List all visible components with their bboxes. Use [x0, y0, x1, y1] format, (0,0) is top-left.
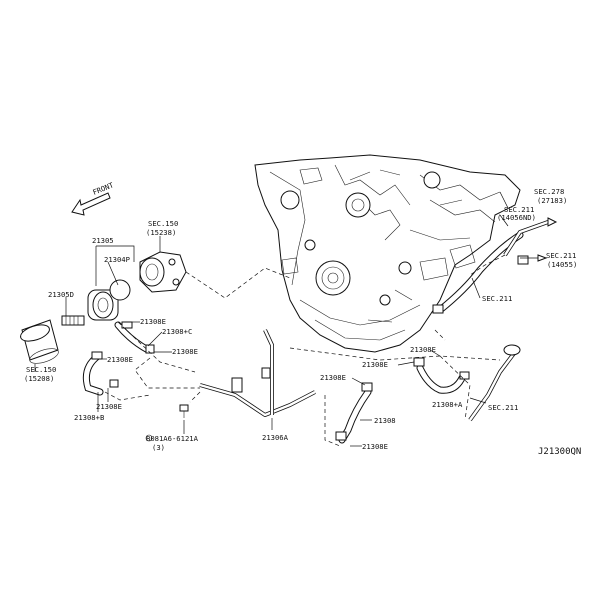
label-sec150-bot: SEC.150 [26, 365, 56, 374]
label-21308b: 21308+B [74, 413, 104, 422]
label-bolt-qty: (3) [152, 443, 165, 452]
label-sec211-b: SEC.211 [546, 251, 576, 260]
label-sec211-d: SEC.211 [488, 403, 518, 412]
hose-sec-211 [432, 231, 524, 314]
hose-21308-a [413, 357, 470, 394]
diagram-code: J21300QN [538, 447, 581, 457]
reference-arrows [145, 217, 558, 442]
oil-cooler [87, 279, 131, 321]
pipe-21306a [199, 329, 316, 417]
label-21305d: 21305D [48, 290, 74, 299]
label-21308: 21308 [374, 416, 396, 425]
oil-cooler-housing [139, 251, 187, 293]
label-21308a: 21308+A [432, 400, 463, 409]
label-bolt: B081A6-6121A [146, 434, 199, 443]
label-sec278-ref: (27183) [537, 196, 567, 205]
label-21308e-f: 21308E [362, 360, 388, 369]
label-sec150-top: SEC.150 [148, 219, 178, 228]
leader-lines [34, 191, 540, 447]
oil-filter [20, 319, 59, 364]
label-21308e-g: 21308E [320, 373, 346, 382]
hose-21308 [335, 382, 373, 444]
engine-block [254, 154, 521, 353]
label-21308e-b: 21308E [172, 347, 198, 356]
front-label: FRONT [91, 180, 115, 197]
label-21308e-h: 21308E [362, 442, 388, 451]
label-21305: 21305 [92, 236, 114, 245]
label-21308e-c: 21308E [107, 355, 133, 364]
part-labels: 21305 21304P SEC.150 (15238) 21305D 2130… [24, 187, 581, 457]
label-sec150-top-ref: (15238) [146, 228, 176, 237]
label-21306a: 21306A [262, 433, 289, 442]
connector-bolt [61, 315, 85, 326]
pipe-sec-278 [503, 220, 549, 265]
pipe-sec-211-right [468, 344, 521, 422]
label-21308e-a: 21308E [140, 317, 166, 326]
bolt [179, 404, 189, 418]
label-21308c: 21308+C [162, 327, 192, 336]
label-21308e-e: 21308E [410, 345, 436, 354]
label-21304p: 21304P [104, 255, 130, 264]
front-arrow: FRONT [71, 180, 115, 216]
label-sec211-c: SEC.211 [482, 294, 512, 303]
hose-21308-b [82, 351, 119, 396]
label-sec211-a-ref: (14056ND) [497, 213, 536, 222]
label-sec278: SEC.278 [534, 187, 564, 196]
dashed-lines [104, 254, 506, 447]
hose-21308-c [114, 321, 155, 354]
label-sec211-a: SEC.211 [504, 205, 534, 214]
label-sec211-b-ref: (14055) [547, 260, 577, 269]
label-sec150-bot-ref: (15208) [24, 374, 54, 383]
label-21308e-d: 21308E [96, 402, 122, 411]
